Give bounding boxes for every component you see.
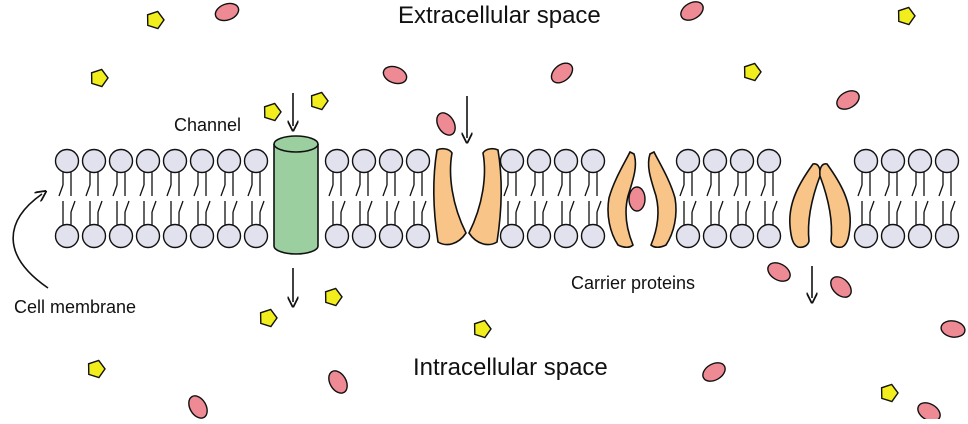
yellow-pentagon-molecule	[310, 91, 329, 111]
pink-oval-molecule	[836, 90, 860, 110]
phospholipid	[378, 148, 404, 249]
phospholipid	[351, 148, 377, 249]
phospholipid	[853, 148, 879, 249]
molecules-layer	[87, 1, 966, 422]
yellow-pentagon-molecule	[259, 308, 278, 328]
extracellular-space-label: Extracellular space	[398, 2, 601, 29]
pink-oval-molecule	[628, 186, 646, 212]
yellow-pentagon-molecule	[897, 6, 916, 26]
intracellular-space-label: Intracellular space	[413, 354, 608, 381]
phospholipid	[729, 148, 755, 249]
yellow-pentagon-molecule	[324, 287, 343, 307]
phospholipid	[756, 148, 782, 249]
carrier-protein-open-inside	[789, 163, 851, 249]
phospholipid	[499, 148, 525, 249]
phospholipid	[216, 148, 242, 249]
phospholipid	[243, 148, 269, 249]
carrier-protein-occupied	[607, 150, 677, 249]
pink-oval-molecule	[550, 62, 574, 84]
carrier-proteins-label: Carrier proteins	[571, 273, 696, 293]
phospholipid	[81, 148, 107, 249]
phospholipid	[405, 148, 431, 249]
pink-oval-molecule	[436, 112, 456, 136]
phospholipid	[189, 148, 215, 249]
phospholipid	[907, 148, 933, 249]
phospholipid	[54, 148, 80, 249]
pink-oval-molecule	[940, 320, 966, 338]
phospholipid	[580, 148, 606, 249]
phospholipid	[135, 148, 161, 249]
membrane-pointer-arrow	[12, 194, 49, 289]
transport-arrows	[12, 93, 812, 302]
carrier-protein-open-outside	[432, 147, 503, 246]
phospholipid	[526, 148, 552, 249]
pink-oval-molecule	[767, 262, 791, 282]
pink-oval-molecule	[188, 395, 208, 419]
yellow-pentagon-molecule	[473, 319, 492, 339]
pink-oval-molecule	[830, 276, 852, 298]
phospholipid-bilayer	[54, 148, 960, 249]
yellow-pentagon-molecule	[146, 10, 165, 30]
pink-oval-molecule	[917, 402, 941, 422]
yellow-pentagon-molecule	[743, 62, 762, 82]
yellow-pentagon-molecule	[263, 102, 282, 122]
phospholipid	[108, 148, 134, 249]
yellow-pentagon-molecule	[880, 383, 899, 403]
phospholipid	[675, 148, 701, 249]
phospholipid	[553, 148, 579, 249]
yellow-pentagon-molecule	[87, 359, 106, 379]
phospholipid	[702, 148, 728, 249]
pink-oval-molecule	[382, 65, 408, 85]
phospholipid	[162, 148, 188, 249]
pink-oval-molecule	[214, 2, 240, 22]
pink-oval-molecule	[702, 362, 726, 382]
pink-oval-molecule	[680, 1, 704, 21]
pink-oval-molecule	[328, 370, 348, 394]
channel-protein	[273, 135, 319, 255]
phospholipid	[934, 148, 960, 249]
phospholipid	[324, 148, 350, 249]
channel-label: Channel	[174, 115, 242, 135]
phospholipid	[880, 148, 906, 249]
yellow-pentagon-molecule	[90, 68, 109, 88]
cell-membrane-label: Cell membrane	[14, 297, 137, 317]
